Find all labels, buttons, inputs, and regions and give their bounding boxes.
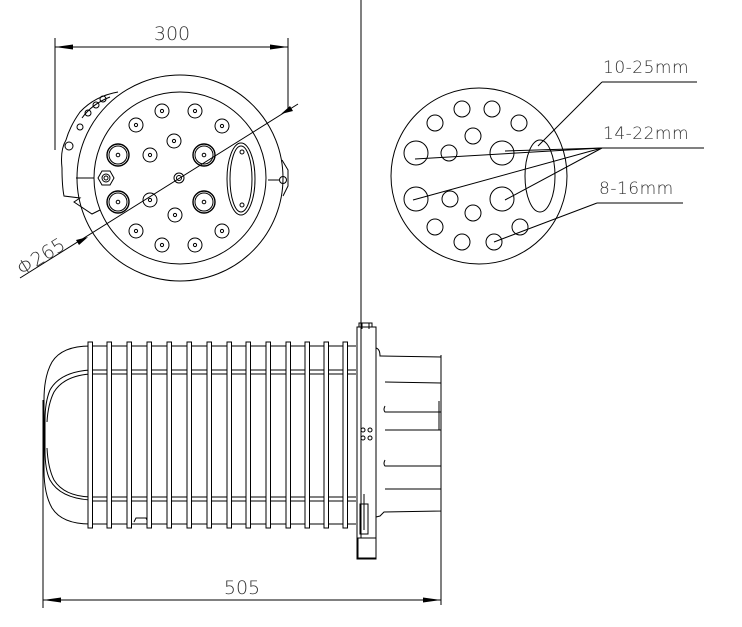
label-8-16mm: 8-16mm	[493, 179, 683, 243]
rib	[87, 341, 93, 529]
length-dimension: 505	[42, 400, 441, 608]
rib	[245, 341, 251, 529]
cooling-ribs	[87, 341, 348, 529]
rib	[342, 341, 348, 529]
width-dimension-label: 300	[154, 23, 190, 45]
side-view: 505	[42, 0, 442, 608]
mounting-bracket	[61, 91, 119, 215]
rib	[323, 341, 329, 529]
port-layout-view: 10-25mm 14-22mm 8-16mm	[390, 58, 704, 265]
base-body	[375, 347, 442, 605]
diameter-dimension: Φ265	[13, 103, 299, 281]
rib	[106, 341, 112, 529]
rib	[186, 341, 192, 529]
small-ports	[426, 100, 529, 251]
diameter-dimension-label: Φ265	[13, 234, 69, 281]
hinge	[268, 159, 289, 197]
port-plate-outline	[390, 87, 568, 265]
length-dimension-label: 505	[224, 577, 260, 599]
rib	[226, 341, 232, 529]
rib	[206, 341, 212, 529]
dome-body	[43, 345, 356, 525]
end-view: 300	[13, 23, 299, 282]
svg-text:14-22mm: 14-22mm	[603, 124, 689, 144]
rib	[265, 341, 271, 529]
rib	[146, 341, 152, 529]
rib	[285, 341, 291, 529]
svg-text:10-25mm: 10-25mm	[603, 58, 689, 78]
rib	[304, 341, 310, 529]
large-ports	[403, 140, 515, 212]
base-flange	[356, 0, 377, 560]
oval-port	[524, 139, 556, 213]
end-plate-ports	[97, 103, 256, 253]
label-10-25mm: 10-25mm	[537, 58, 697, 147]
label-14-22mm: 14-22mm	[412, 124, 704, 201]
rib	[166, 341, 172, 529]
svg-text:8-16mm: 8-16mm	[599, 179, 674, 199]
width-dimension: 300	[54, 23, 289, 150]
rib	[126, 341, 132, 529]
